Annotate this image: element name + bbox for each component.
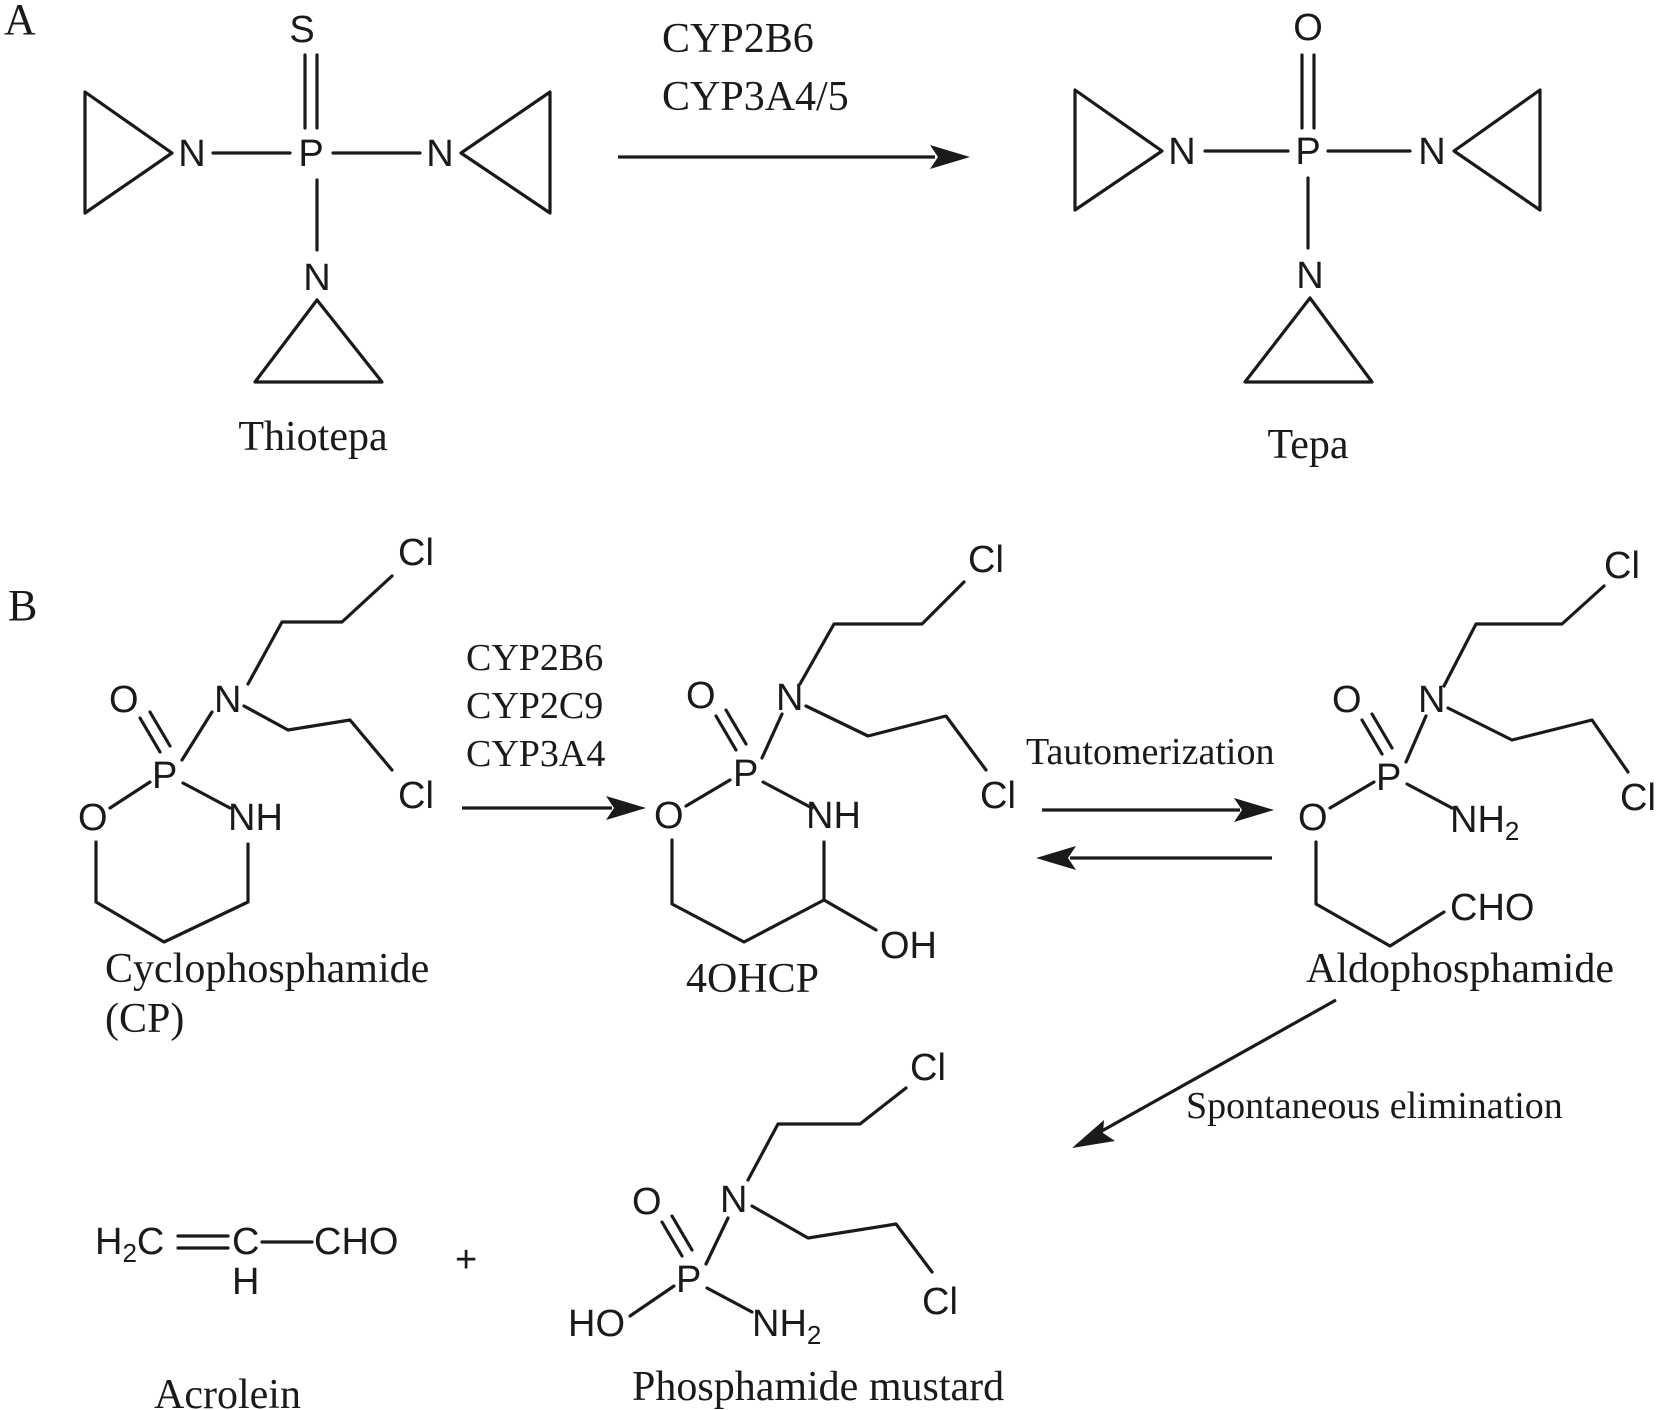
atom-o: O [109,679,139,721]
compound-name-tepa: Tepa [1267,422,1348,468]
atom-o: O [1332,679,1362,721]
atom-n: N [214,679,241,721]
atom-nh2: NH2 [752,1303,821,1350]
atom-cho: CHO [1450,887,1534,929]
compound-name-thiotepa: Thiotepa [238,414,388,460]
atom-cl: Cl [910,1047,946,1089]
atom-p: P [1295,131,1320,173]
reaction-arrow-cp: CYP2B6 CYP2C9 CYP3A4 [462,637,646,820]
atom-nh2: NH2 [1450,799,1519,846]
atom-c: C [232,1221,259,1263]
atom-cl: Cl [398,532,434,574]
enzyme-label: CYP2B6 [466,637,603,679]
atom-n: N [720,1179,747,1221]
atom-cl: Cl [968,539,1004,581]
thiotepa-structure: S P N N N Thiotepa [83,9,552,460]
atom-cl: Cl [1604,545,1640,587]
atom-nh: NH [228,797,283,839]
reaction-arrow-elimination: Spontaneous elimination [1072,998,1563,1148]
compound-abbr-cp: (CP) [105,996,184,1042]
atom-o: O [1293,7,1323,49]
enzyme-label: CYP2C9 [466,685,603,727]
panel-label-a: A [4,0,36,44]
4ohcp-structure: Cl N Cl O P O NH OH 4OHCP [654,539,1016,1002]
reaction-label-tautomerization: Tautomerization [1026,731,1274,773]
enzyme-label: CYP2B6 [662,16,814,62]
atom-cho: CHO [314,1221,398,1263]
phosphamide-mustard-structure: Cl N Cl O P HO NH2 Phosphamide mustard [568,1047,1004,1410]
plus-sign: + [455,1239,477,1281]
tepa-structure: O P N N N Tepa [1073,7,1542,468]
atom-oh: OH [880,925,937,967]
atom-p: P [1376,757,1401,799]
acrolein-structure: H2C C H CHO Acrolein [95,1221,398,1410]
atom-p: P [733,753,758,795]
compound-name-cyclophosphamide: Cyclophosphamide [105,946,429,992]
reaction-arrow-a: CYP2B6 CYP3A4/5 [618,16,970,169]
atom-o: O [78,797,108,839]
atom-h2c: H2C [95,1221,164,1268]
reaction-label-elimination: Spontaneous elimination [1186,1085,1563,1127]
atom-h: H [232,1261,259,1303]
compound-name-4ohcp: 4OHCP [686,956,819,1002]
atom-n: N [1296,255,1323,297]
cyclophosphamide-structure: Cl N Cl O P O NH Cyclophosphamide (CP) [78,532,434,1042]
atom-n: N [1418,679,1445,721]
atom-n: N [178,133,205,175]
atom-n: N [1168,131,1195,173]
atom-o: O [632,1181,662,1223]
atom-p: P [298,133,323,175]
atom-n: N [426,133,453,175]
atom-n: N [776,677,803,719]
atom-n: N [303,257,330,299]
atom-o: O [1298,797,1328,839]
atom-ho: HO [568,1303,625,1345]
enzyme-label: CYP3A4 [466,733,605,775]
compound-name-aldophosphamide: Aldophosphamide [1306,946,1614,992]
atom-nh: NH [806,795,861,837]
atom-cl: Cl [980,775,1016,817]
tautomerization-arrows: Tautomerization [1026,731,1274,870]
atom-p: P [152,755,177,797]
atom-o: O [654,795,684,837]
enzyme-label: CYP3A4/5 [662,74,849,120]
atom-cl: Cl [398,775,434,817]
panel-label-b: B [8,581,37,630]
atom-s: S [289,9,314,51]
aldophosphamide-structure: Cl N Cl O P O NH2 CHO Aldophosphamide [1298,545,1656,992]
atom-cl: Cl [922,1281,958,1323]
compound-name-phosphamide-mustard: Phosphamide mustard [632,1364,1004,1410]
atom-o: O [686,675,716,717]
atom-n: N [1418,131,1445,173]
atom-p: P [676,1259,701,1301]
compound-name-acrolein: Acrolein [154,1372,301,1410]
atom-cl: Cl [1620,777,1656,819]
